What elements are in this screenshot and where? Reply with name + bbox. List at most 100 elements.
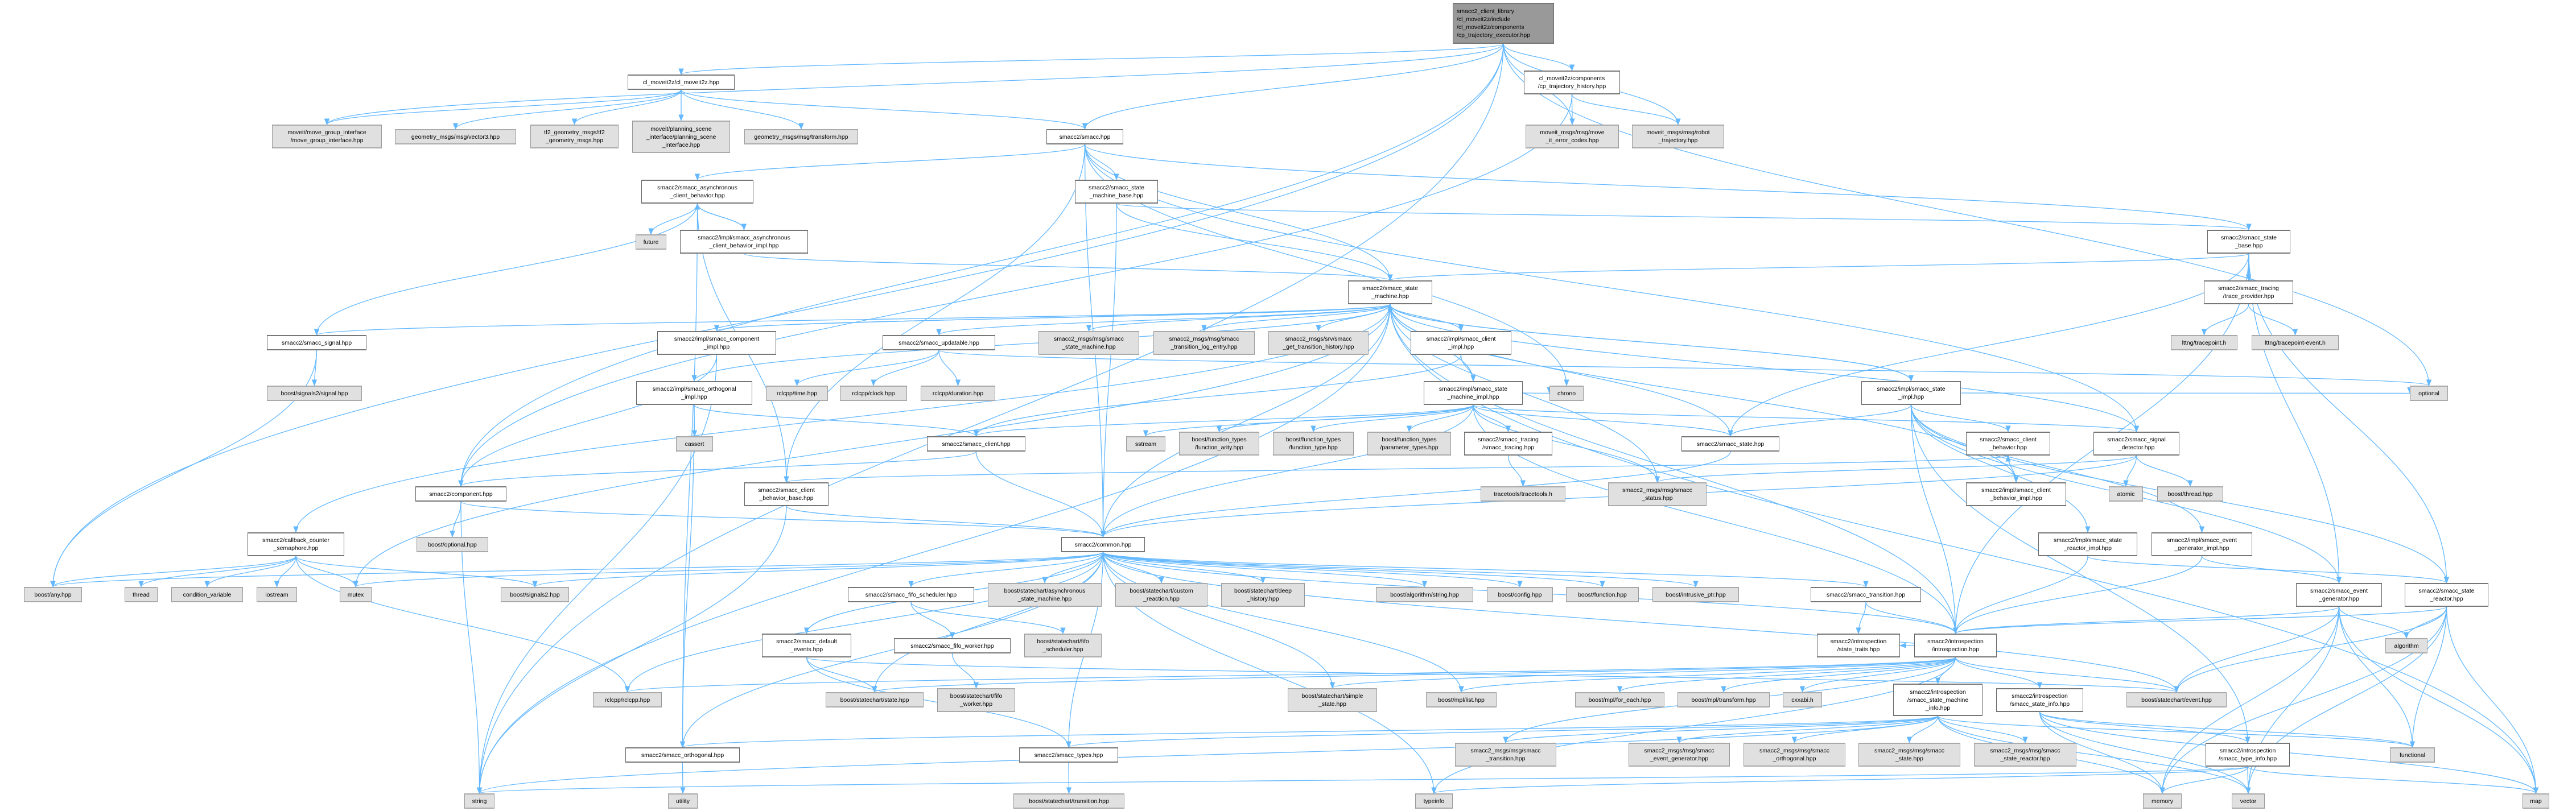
node-cb[interactable]: smacc2/smacc_client_behavior.hpp <box>1966 432 2050 456</box>
node-msg-eg[interactable]: smacc2_msgs/msg/smacc_event_generator.hp… <box>1629 743 1730 767</box>
node-tf2gm[interactable]: tf2_geometry_msgs/tf2_geometry_msgs.hpp <box>530 125 619 148</box>
node-cassert[interactable]: cassert <box>676 436 713 452</box>
node-string[interactable]: string <box>464 793 494 809</box>
node-sm-base[interactable]: smacc2/smacc_state_machine_base.hpp <box>1075 180 1158 204</box>
node-lttng-tp[interactable]: lttng/tracepoint.h <box>2171 335 2237 350</box>
node-bsc-custom[interactable]: boost/statechart/custom_reaction.hpp <box>1115 583 1207 607</box>
node-algorithm[interactable]: algorithm <box>2385 638 2427 653</box>
node-msg-status[interactable]: smacc2_msgs/msg/smacc_status.hpp <box>1608 482 1707 506</box>
node-cxxabi[interactable]: cxxabi.h <box>1783 692 1822 707</box>
node-sm-impl[interactable]: smacc2/impl/smacc_state_machine_impl.hpp <box>1424 381 1523 405</box>
node-ft-params[interactable]: boost/function_types/parameter_types.hpp <box>1367 432 1451 456</box>
node-sig-det[interactable]: smacc2/smacc_signal_detector.hpp <box>2093 432 2179 456</box>
node-optional[interactable]: optional <box>2410 386 2448 401</box>
node-msg-trans[interactable]: smacc2_msgs/msg/smacc_transition.hpp <box>1455 743 1556 767</box>
node-boptional[interactable]: boost/optional.hpp <box>417 537 488 552</box>
node-atomic[interactable]: atomic <box>2109 486 2143 502</box>
node-bfunction[interactable]: boost/function.hpp <box>1566 587 1639 602</box>
node-client-impl[interactable]: smacc2/impl/smacc_client_impl.hpp <box>1411 331 1511 355</box>
node-state-traits[interactable]: smacc2/introspection/state_traits.hpp <box>1817 634 1900 657</box>
node-bsc-state[interactable]: boost/statechart/state.hpp <box>826 692 924 707</box>
node-mpl-transform[interactable]: boost/mpl/transform.hpp <box>1678 692 1770 707</box>
node-msg-tle[interactable]: smacc2_msgs/msg/smacc_transition_log_ent… <box>1153 331 1255 355</box>
node-transition[interactable]: smacc2/smacc_transition.hpp <box>1811 587 1921 602</box>
node-cp-hist[interactable]: cl_moveit2z/components/cp_trajectory_his… <box>1524 71 1620 94</box>
node-bsc-fifo-worker[interactable]: boost/statechart/fifo_worker.hpp <box>937 688 1015 712</box>
node-srv-gth[interactable]: smacc2_msgs/srv/smacc_get_transition_his… <box>1268 331 1369 355</box>
node-rcl-clock[interactable]: rclcpp/clock.hpp <box>840 386 907 401</box>
node-cb-base[interactable]: smacc2/smacc_client_behavior_base.hpp <box>744 482 829 506</box>
node-root[interactable]: smacc2_client_library/cl_moveit2z/includ… <box>1453 3 1554 44</box>
node-cbcs[interactable]: smacc2/callback_counter_semaphore.hpp <box>248 532 344 556</box>
node-rclcpp[interactable]: rclcpp/rclcpp.hpp <box>593 692 662 707</box>
node-fifo-sched[interactable]: smacc2/smacc_fifo_scheduler.hpp <box>848 587 974 602</box>
node-tracetools[interactable]: tracetools/tracetools.h <box>1481 486 1565 502</box>
node-cl-moveit2z[interactable]: cl_moveit2z/cl_moveit2z.hpp <box>628 75 735 90</box>
node-updatable[interactable]: smacc2/smacc_updatable.hpp <box>883 335 995 350</box>
node-rcl-duration[interactable]: rclcpp/duration.hpp <box>921 386 995 401</box>
node-fifo-worker[interactable]: smacc2/smacc_fifo_worker.hpp <box>894 638 1011 653</box>
node-bsc-async[interactable]: boost/statechart/asynchronous_state_mach… <box>988 583 1102 607</box>
node-mpl-list[interactable]: boost/mpl/list.hpp <box>1426 692 1497 707</box>
node-bsc-transition[interactable]: boost/statechart/transition.hpp <box>1013 793 1124 809</box>
node-rcl-time[interactable]: rclcpp/time.hpp <box>766 386 828 401</box>
node-async-cb[interactable]: smacc2/smacc_asynchronous_client_behavio… <box>641 180 753 204</box>
node-common[interactable]: smacc2/common.hpp <box>1061 537 1145 552</box>
node-psi[interactable]: moveit/planning_scene_interface/planning… <box>632 121 730 153</box>
node-bconfig[interactable]: boost/config.hpp <box>1487 587 1553 602</box>
node-msg-state[interactable]: smacc2_msgs/msg/smacc_state.hpp <box>1858 743 1960 767</box>
node-smacc[interactable]: smacc2/smacc.hpp <box>1046 129 1123 144</box>
node-iostream[interactable]: iostream <box>257 587 297 602</box>
node-async-cb-impl[interactable]: smacc2/impl/smacc_asynchronous_client_be… <box>680 230 808 254</box>
node-map[interactable]: map <box>2523 793 2549 809</box>
node-tracing[interactable]: smacc2/smacc_tracing/smacc_tracing.hpp <box>1464 432 1552 456</box>
node-msg-sr[interactable]: smacc2_msgs/msg/smacc_state_reactor.hpp <box>1974 743 2076 767</box>
node-vector3[interactable]: geometry_msgs/msg/vector3.hpp <box>395 129 516 144</box>
node-msg-orth[interactable]: smacc2_msgs/msg/smacc_orthogonal.hpp <box>1744 743 1845 767</box>
node-client[interactable]: smacc2/smacc_client.hpp <box>927 436 1025 452</box>
node-signals2[interactable]: boost/signals2.hpp <box>501 587 569 602</box>
node-mgi[interactable]: moveit/move_group_interface/move_group_i… <box>272 125 382 148</box>
node-chrono[interactable]: chrono <box>1549 386 1584 401</box>
node-sr-impl[interactable]: smacc2/impl/smacc_state_reactor_impl.hpp <box>2038 532 2137 556</box>
node-robtraj[interactable]: moveit_msgs/msg/robot_trajectory.hpp <box>1632 125 1724 148</box>
node-functional[interactable]: functional <box>2390 747 2435 763</box>
node-future[interactable]: future <box>636 234 666 250</box>
node-bthread[interactable]: boost/thread.hpp <box>2157 486 2223 502</box>
node-typeinfo[interactable]: typeinfo <box>1415 793 1453 809</box>
node-bsc-simple[interactable]: boost/statechart/simple_state.hpp <box>1288 688 1377 712</box>
node-types[interactable]: smacc2/smacc_types.hpp <box>1019 747 1118 763</box>
node-eg-impl[interactable]: smacc2/impl/smacc_event_generator_impl.h… <box>2152 532 2252 556</box>
node-component[interactable]: smacc2/component.hpp <box>415 486 506 502</box>
node-errcodes[interactable]: moveit_msgs/msg/move_it_error_codes.hpp <box>1526 125 1619 148</box>
node-memory[interactable]: memory <box>2143 793 2182 809</box>
node-state-info[interactable]: smacc2/introspection/smacc_state_info.hp… <box>1996 688 2083 712</box>
node-orth-impl[interactable]: smacc2/impl/smacc_orthogonal_impl.hpp <box>636 381 752 405</box>
node-state[interactable]: smacc2/smacc_state.hpp <box>1681 436 1779 452</box>
node-vector[interactable]: vector <box>2232 793 2265 809</box>
node-bany[interactable]: boost/any.hpp <box>24 587 82 602</box>
node-condvar[interactable]: condition_variable <box>171 587 243 602</box>
node-bsc-event[interactable]: boost/statechart/event.hpp <box>2126 692 2227 707</box>
node-signal[interactable]: smacc2/smacc_signal.hpp <box>267 335 366 350</box>
node-thread[interactable]: thread <box>125 587 158 602</box>
node-utility[interactable]: utility <box>668 793 698 809</box>
node-lttng-tpe[interactable]: lttng/tracepoint-event.h <box>2252 335 2339 350</box>
node-cb-impl[interactable]: smacc2/impl/smacc_client_behavior_impl.h… <box>1966 482 2066 506</box>
node-mpl-foreach[interactable]: boost/mpl/for_each.hpp <box>1575 692 1664 707</box>
node-component-impl[interactable]: smacc2/impl/smacc_component_impl.hpp <box>657 331 776 355</box>
node-sm-info[interactable]: smacc2/introspection/smacc_state_machine… <box>1893 684 1983 716</box>
node-bsc-fifo-sched[interactable]: boost/statechart/fifo_scheduler.hpp <box>1024 634 1102 657</box>
node-introspection[interactable]: smacc2/introspection/introspection.hpp <box>1914 634 1997 657</box>
node-ft-arity[interactable]: boost/function_types/function_arity.hpp <box>1179 432 1259 456</box>
node-ft-type[interactable]: boost/function_types/function_type.hpp <box>1273 432 1354 456</box>
node-mutex[interactable]: mutex <box>340 587 372 602</box>
node-bsc-deep[interactable]: boost/statechart/deep_history.hpp <box>1221 583 1305 607</box>
node-balgo[interactable]: boost/algorithm/string.hpp <box>1376 587 1473 602</box>
node-trace-provider[interactable]: smacc2/smacc_tracing/trace_provider.hpp <box>2204 280 2293 304</box>
node-transform[interactable]: geometry_msgs/msg/transform.hpp <box>744 129 858 144</box>
node-signals2-signal[interactable]: boost/signals2/signal.hpp <box>267 386 362 401</box>
node-sstream[interactable]: sstream <box>1126 436 1165 452</box>
node-event-gen[interactable]: smacc2/smacc_event_generator.hpp <box>2296 583 2382 607</box>
node-orthogonal[interactable]: smacc2/smacc_orthogonal.hpp <box>625 747 740 763</box>
